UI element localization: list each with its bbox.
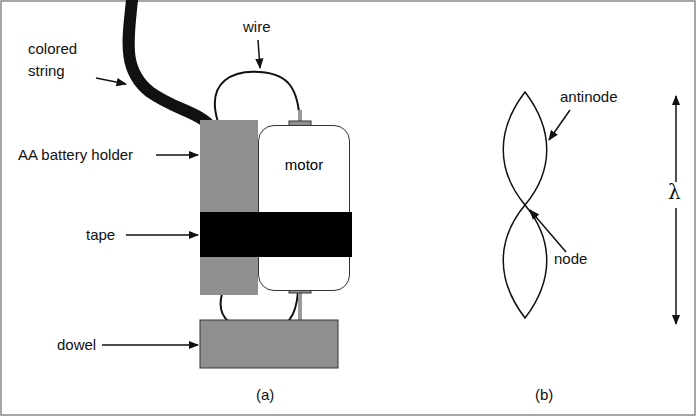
motor-box: motor <box>258 125 350 291</box>
figure-label: (b) <box>535 386 553 404</box>
battery-holder <box>200 120 258 295</box>
part-label: tape <box>86 226 115 244</box>
leader-line <box>530 210 566 252</box>
part-label: antinode <box>560 88 618 106</box>
leader-line <box>549 110 570 140</box>
part-label: colored string <box>28 38 90 82</box>
part-label: AA battery holder <box>18 146 133 164</box>
colored-string <box>129 0 212 128</box>
figure-label: (a) <box>256 386 274 404</box>
dimension-arrow <box>675 208 677 324</box>
tape <box>200 212 352 257</box>
part-label: node <box>554 250 587 268</box>
leader-line <box>258 40 260 68</box>
dowel <box>200 320 338 368</box>
part-label: dowel <box>57 336 96 354</box>
wire <box>215 72 300 122</box>
leader-line <box>96 78 126 84</box>
leader-line <box>156 154 198 156</box>
wave-lobe <box>503 92 547 205</box>
leader-line <box>126 234 198 236</box>
dimension-label: λ <box>668 183 681 201</box>
part-name: motor <box>259 156 349 173</box>
part-label: wire <box>243 18 271 36</box>
leader-line <box>102 344 198 346</box>
dimension-arrow <box>675 96 677 182</box>
